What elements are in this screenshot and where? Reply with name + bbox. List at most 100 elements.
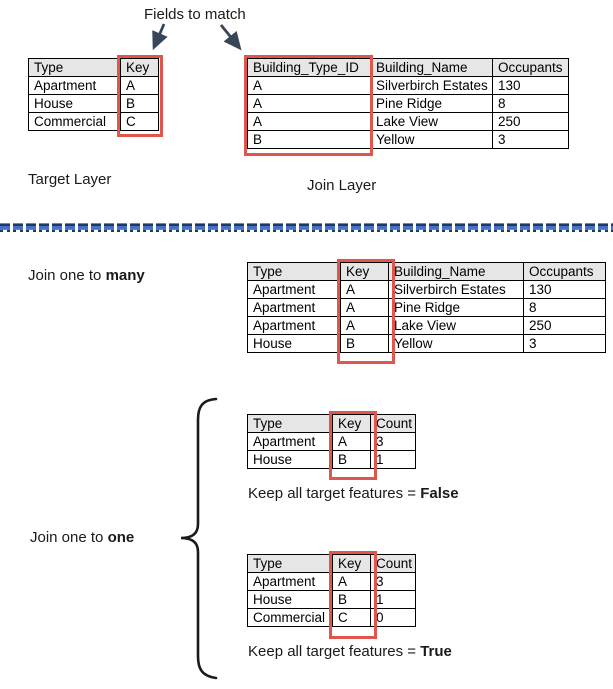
header-cell: Occupants <box>492 58 569 77</box>
header-cell: Building_Name <box>370 58 493 77</box>
keep-false-prefix: Keep all target features = <box>248 485 421 502</box>
cell: 3 <box>523 334 606 353</box>
cell: A <box>340 316 389 335</box>
field-match-arrows-icon <box>152 23 242 51</box>
cell: A <box>332 572 371 591</box>
table-row: House B 1 <box>247 590 416 609</box>
cell: 3 <box>370 572 416 591</box>
cell: House <box>28 94 121 113</box>
table-row: Commercial C <box>28 112 159 131</box>
table-header-row: Type Key Count <box>247 554 416 573</box>
join-one-to-many-label: Join one to many <box>28 267 145 285</box>
cell: Apartment <box>247 572 333 591</box>
cell: 8 <box>492 94 569 113</box>
cell: Apartment <box>247 298 341 317</box>
header-cell: Building_Name <box>388 262 524 281</box>
join-one-to-one-bold: one <box>107 529 135 546</box>
cell: Apartment <box>247 432 333 451</box>
cell: Apartment <box>28 76 121 95</box>
table-row: House B 1 <box>247 450 416 469</box>
header-cell: Type <box>247 554 333 573</box>
table-row: Apartment A Pine Ridge 8 <box>247 298 606 317</box>
cell: B <box>332 450 371 469</box>
fields-to-match-label: Fields to match <box>144 6 246 23</box>
cell: 130 <box>492 76 569 95</box>
cell: Pine Ridge <box>388 298 524 317</box>
table-header-row: Type Key <box>28 58 159 77</box>
table-row: A Pine Ridge 8 <box>247 94 569 113</box>
keep-true-label: Keep all target features = True <box>248 643 452 661</box>
join-one-to-many-bold: many <box>105 267 145 284</box>
cell: A <box>247 94 371 113</box>
cell: C <box>120 112 159 131</box>
cell: B <box>247 130 371 149</box>
target-layer-label: Target Layer <box>28 171 112 188</box>
table-row: B Yellow 3 <box>247 130 569 149</box>
cell: House <box>247 334 341 353</box>
join-one-to-many-prefix: Join one to <box>28 267 106 284</box>
header-cell: Key <box>332 554 371 573</box>
header-cell: Type <box>28 58 121 77</box>
join-layer-table: Building_Type_ID Building_Name Occupants… <box>247 58 569 149</box>
cell: A <box>332 432 371 451</box>
table-row: A Silverbirch Estates 130 <box>247 76 569 95</box>
cell: 1 <box>370 450 416 469</box>
cell: 250 <box>492 112 569 131</box>
cell: A <box>120 76 159 95</box>
table-row: A Lake View 250 <box>247 112 569 131</box>
one-to-one-false-table: Type Key Count Apartment A 3 House B 1 <box>247 414 416 469</box>
cell: Apartment <box>247 316 341 335</box>
keep-true-prefix: Keep all target features = <box>248 643 421 660</box>
join-one-to-one-label: Join one to one <box>30 529 134 547</box>
cell: 130 <box>523 280 606 299</box>
cell: B <box>120 94 159 113</box>
table-row: House B <box>28 94 159 113</box>
cell: Pine Ridge <box>370 94 493 113</box>
table-header-row: Building_Type_ID Building_Name Occupants <box>247 58 569 77</box>
header-cell: Count <box>370 554 416 573</box>
cell: 0 <box>370 608 416 627</box>
table-row: Apartment A <box>28 76 159 95</box>
cell: 1 <box>370 590 416 609</box>
header-cell: Occupants <box>523 262 606 281</box>
cell: Silverbirch Estates <box>388 280 524 299</box>
cell: House <box>247 590 333 609</box>
table-row: Apartment A 3 <box>247 432 416 451</box>
table-header-row: Type Key Building_Name Occupants <box>247 262 606 281</box>
table-row: Commercial C 0 <box>247 608 416 627</box>
cell: Apartment <box>247 280 341 299</box>
cell: B <box>340 334 389 353</box>
cell: 8 <box>523 298 606 317</box>
join-layer-label: Join Layer <box>307 177 377 194</box>
cell: Commercial <box>28 112 121 131</box>
header-cell: Key <box>120 58 159 77</box>
cell: C <box>332 608 371 627</box>
cell: Silverbirch Estates <box>370 76 493 95</box>
join-one-to-one-prefix: Join one to <box>30 529 108 546</box>
header-cell: Key <box>340 262 389 281</box>
header-cell: Building_Type_ID <box>247 58 371 77</box>
table-row: Apartment A Lake View 250 <box>247 316 606 335</box>
section-divider-line <box>0 223 613 233</box>
header-cell: Type <box>247 262 341 281</box>
table-row: Apartment A Silverbirch Estates 130 <box>247 280 606 299</box>
cell: A <box>247 76 371 95</box>
cell: 3 <box>492 130 569 149</box>
cell: 250 <box>523 316 606 335</box>
table-row: House B Yellow 3 <box>247 334 606 353</box>
header-cell: Count <box>370 414 416 433</box>
one-to-many-result-table: Type Key Building_Name Occupants Apartme… <box>247 262 606 353</box>
keep-true-value: True <box>420 643 452 660</box>
table-header-row: Type Key Count <box>247 414 416 433</box>
target-layer-table: Type Key Apartment A House B Commercial … <box>28 58 159 131</box>
cell: Yellow <box>370 130 493 149</box>
cell: House <box>247 450 333 469</box>
cell: A <box>247 112 371 131</box>
cell: Lake View <box>370 112 493 131</box>
cell: A <box>340 298 389 317</box>
curly-brace-icon <box>180 397 218 680</box>
cell: Yellow <box>388 334 524 353</box>
table-row: Apartment A 3 <box>247 572 416 591</box>
one-to-one-true-table: Type Key Count Apartment A 3 House B 1 C… <box>247 554 416 627</box>
